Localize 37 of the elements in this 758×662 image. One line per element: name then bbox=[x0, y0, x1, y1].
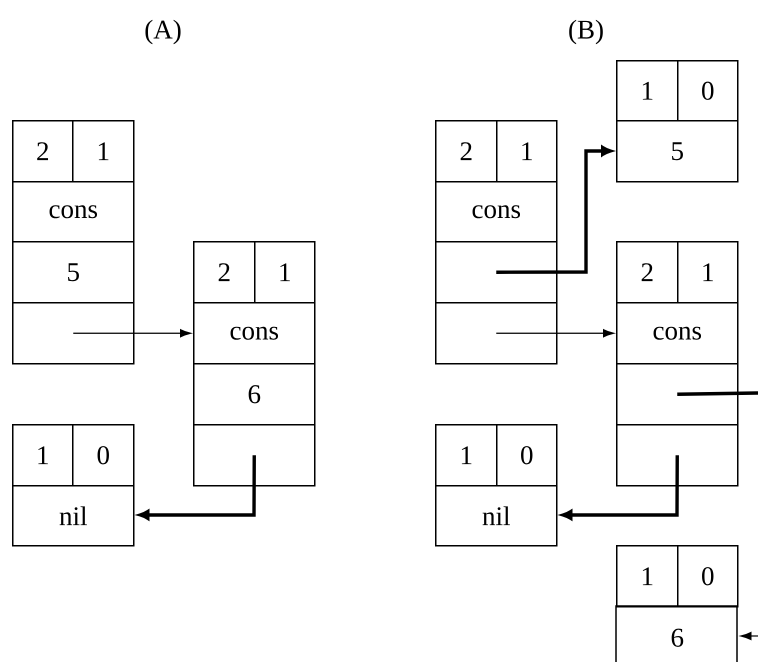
memory-cell: 1 bbox=[435, 424, 498, 486]
pointer-cell bbox=[616, 424, 738, 486]
memory-cell: nil bbox=[12, 485, 134, 546]
memory-cell: 6 bbox=[615, 605, 738, 662]
memory-cell: 2 bbox=[616, 241, 678, 304]
arrow bbox=[496, 329, 614, 338]
memory-cell: 1 bbox=[72, 120, 134, 182]
panel-label: (A) bbox=[145, 20, 181, 44]
memory-cell: 2 bbox=[12, 120, 74, 182]
pointer-cell bbox=[435, 241, 558, 304]
memory-cell: cons bbox=[616, 302, 738, 364]
memory-cell: cons bbox=[12, 181, 134, 242]
memory-cell: 0 bbox=[677, 545, 738, 608]
arrow bbox=[73, 329, 191, 338]
memory-cell: cons bbox=[193, 302, 316, 364]
memory-cell: 6 bbox=[193, 363, 316, 426]
panel-label: (B) bbox=[569, 20, 603, 44]
pointer-cell bbox=[435, 302, 558, 364]
pointer-cell bbox=[193, 424, 316, 486]
pointer-cell bbox=[12, 302, 134, 364]
memory-cell: 5 bbox=[616, 120, 738, 182]
memory-cell: 2 bbox=[435, 120, 498, 182]
memory-cell: cons bbox=[435, 181, 558, 242]
memory-cell: 1 bbox=[254, 241, 316, 304]
pointer-cell bbox=[616, 363, 738, 426]
memory-cell: 5 bbox=[12, 241, 134, 304]
memory-cell: 1 bbox=[496, 120, 558, 182]
memory-cell: 2 bbox=[193, 241, 256, 304]
memory-cell: 1 bbox=[677, 241, 738, 304]
memory-cell: nil bbox=[435, 485, 558, 546]
memory-cell: 1 bbox=[616, 545, 678, 608]
memory-cell: 1 bbox=[12, 424, 74, 486]
memory-cell: 0 bbox=[72, 424, 134, 486]
memory-cell: 0 bbox=[496, 424, 558, 486]
arrow bbox=[740, 632, 758, 640]
memory-cell: 0 bbox=[677, 60, 738, 122]
memory-cell: 1 bbox=[616, 60, 678, 122]
